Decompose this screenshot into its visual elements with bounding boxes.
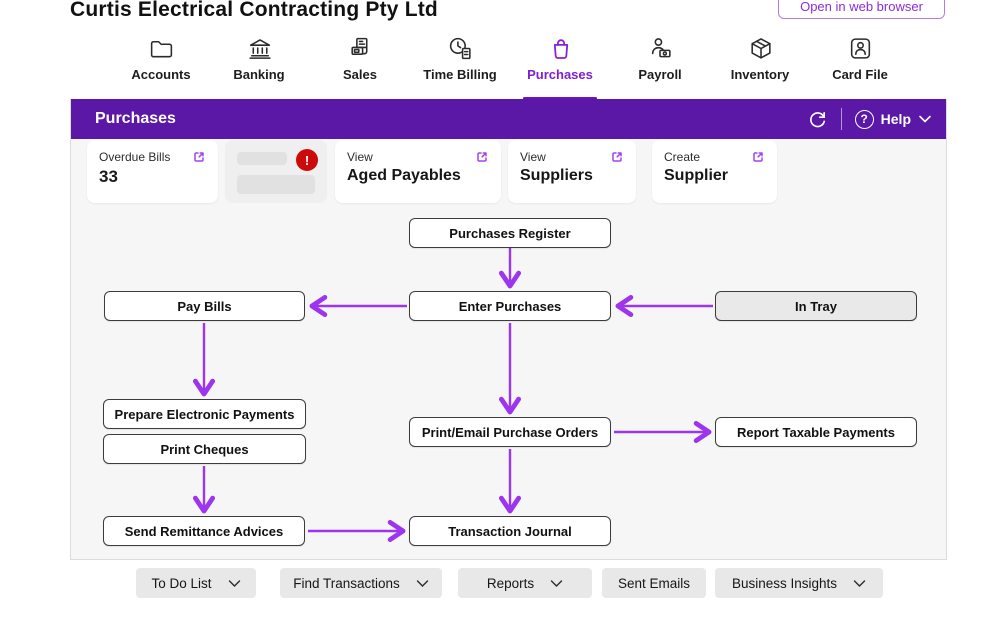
view-aged-payables-card[interactable]: View Aged Payables — [335, 140, 501, 203]
card-name-label: Supplier — [664, 167, 729, 184]
footer-button-label: Find Transactions — [293, 575, 400, 591]
nav-label: Banking — [233, 67, 285, 82]
find-transactions-button[interactable]: Find Transactions — [280, 568, 442, 598]
to-do-list-button[interactable]: To Do List — [136, 568, 256, 598]
nav-label: Inventory — [730, 67, 790, 82]
package-icon — [747, 33, 774, 63]
skeleton-bar — [237, 175, 315, 194]
chevron-down-icon — [853, 579, 866, 587]
refresh-button[interactable] — [806, 108, 828, 130]
loading-widget-card: ! — [225, 140, 327, 203]
flow-node-purchases-register[interactable]: Purchases Register — [409, 218, 611, 248]
nav-item-accounts[interactable]: Accounts — [109, 33, 213, 91]
footer-button-label: Business Insights — [731, 575, 838, 591]
flow-node-enter-purchases[interactable]: Enter Purchases — [409, 291, 611, 321]
flow-node-prepare-electronic-payments[interactable]: Prepare Electronic Payments — [103, 399, 306, 429]
page-title: Purchases — [95, 110, 176, 127]
external-link-icon — [477, 152, 487, 162]
nav-label: Accounts — [131, 67, 191, 82]
card-name-label: Aged Payables — [347, 167, 461, 184]
card-name-label: Suppliers — [520, 167, 593, 184]
overdue-bills-value: 33 — [99, 167, 118, 186]
external-link-icon — [612, 152, 622, 162]
overdue-bills-card[interactable]: Overdue Bills 33 — [87, 140, 218, 203]
card-action-label: Create — [664, 150, 701, 164]
header-divider — [840, 108, 842, 130]
nav-item-sales[interactable]: Sales — [308, 33, 412, 91]
flow-node-pay-bills[interactable]: Pay Bills — [104, 291, 305, 321]
clock-document-icon — [447, 33, 474, 63]
contact-card-icon — [847, 33, 874, 63]
reports-button[interactable]: Reports — [458, 568, 592, 598]
nav-label: Time Billing — [423, 67, 497, 82]
flow-node-send-remittance-advices[interactable]: Send Remittance Advices — [103, 516, 305, 546]
nav-label: Purchases — [527, 67, 593, 82]
nav-selected-underline — [523, 97, 597, 100]
external-link-icon — [194, 152, 204, 162]
view-suppliers-card[interactable]: View Suppliers — [508, 140, 636, 203]
open-in-web-browser-button[interactable]: Open in web browser — [778, 0, 945, 19]
business-insights-button[interactable]: Business Insights — [715, 568, 883, 598]
flow-node-report-taxable-payments[interactable]: Report Taxable Payments — [715, 417, 917, 447]
sent-emails-button[interactable]: Sent Emails — [602, 568, 706, 598]
flow-node-print-cheques[interactable]: Print Cheques — [103, 434, 306, 464]
folder-icon — [148, 33, 175, 63]
company-name: Curtis Electrical Contracting Pty Ltd — [70, 0, 438, 21]
shopping-bag-icon — [547, 33, 574, 63]
create-supplier-card[interactable]: Create Supplier — [652, 140, 777, 203]
chevron-down-icon — [550, 579, 563, 587]
flow-node-transaction-journal[interactable]: Transaction Journal — [409, 516, 611, 546]
skeleton-bar — [237, 152, 287, 165]
flow-node-print-email-purchase-orders[interactable]: Print/Email Purchase Orders — [409, 417, 611, 447]
chevron-down-icon — [919, 115, 931, 123]
cash-register-icon — [347, 33, 374, 63]
card-action-label: View — [347, 150, 373, 164]
nav-item-purchases[interactable]: Purchases — [508, 33, 612, 100]
external-link-icon — [753, 152, 763, 162]
card-action-label: View — [520, 150, 546, 164]
nav-item-card-file[interactable]: Card File — [808, 33, 912, 91]
footer-button-label: To Do List — [151, 575, 212, 591]
nav-item-banking[interactable]: Banking — [207, 33, 311, 91]
help-menu[interactable]: ? Help — [854, 109, 932, 129]
flow-node-in-tray[interactable]: In Tray — [715, 291, 917, 321]
nav-label: Sales — [343, 67, 377, 82]
purchases-command-centre-panel: Purchases ? Help Overdue Bills 33 — [70, 99, 947, 560]
error-alert-badge: ! — [296, 149, 318, 171]
command-centre-header: Purchases ? Help — [71, 99, 946, 139]
nav-label: Payroll — [638, 67, 682, 82]
nav-label: Card File — [832, 67, 888, 82]
footer-button-label: Reports — [486, 575, 535, 591]
nav-item-time-billing[interactable]: Time Billing — [408, 33, 512, 91]
help-label: Help — [880, 111, 911, 127]
bank-icon — [246, 33, 273, 63]
nav-item-inventory[interactable]: Inventory — [708, 33, 812, 91]
footer-button-label: Sent Emails — [617, 575, 691, 591]
person-money-icon — [647, 33, 674, 63]
overdue-bills-label: Overdue Bills — [99, 150, 171, 164]
chevron-down-icon — [416, 579, 428, 587]
chevron-down-icon — [228, 579, 240, 587]
nav-item-payroll[interactable]: Payroll — [608, 33, 712, 91]
help-icon: ? — [854, 109, 874, 129]
